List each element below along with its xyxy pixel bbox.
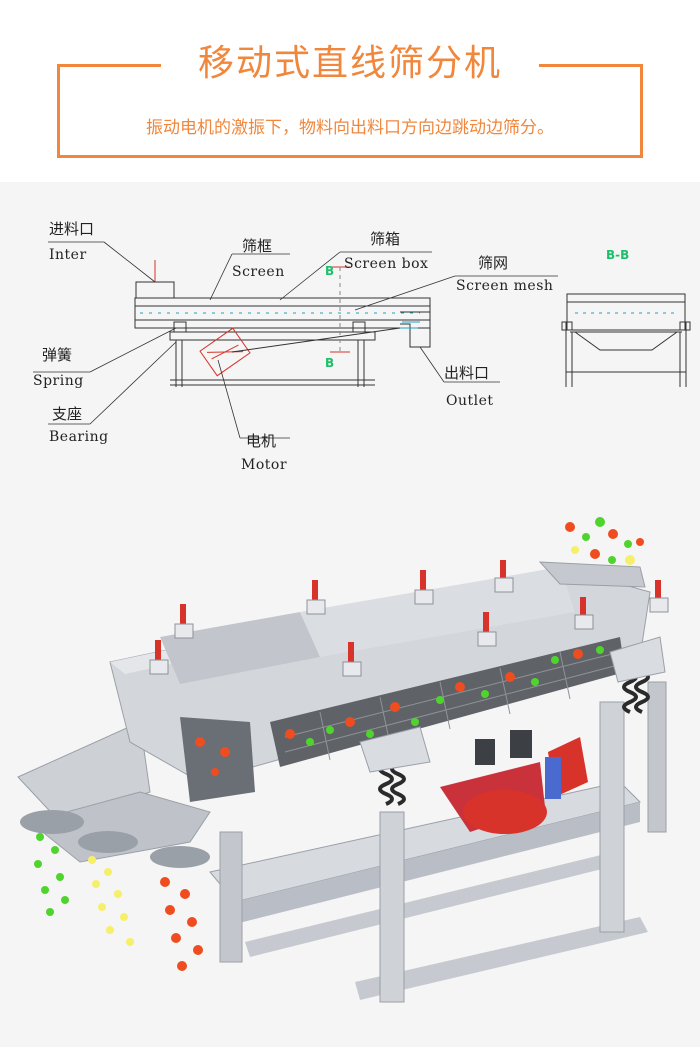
label-screen-cn: 筛框 [242, 237, 273, 255]
base-rail [355, 917, 648, 1000]
spring-bracket-rear [609, 636, 666, 683]
spring-bracket-front [359, 726, 431, 773]
label-spring-cn: 弹簧 [42, 346, 73, 364]
section-marker-top: B [325, 264, 335, 278]
spring-right [352, 321, 366, 333]
leg-front-left [219, 831, 243, 963]
chute-mouth-1 [20, 810, 84, 834]
drawing-canvas [17, 241, 691, 1003]
chute-mouth-2 [78, 831, 138, 853]
header: 移动式直线筛分机 振动电机的激振下，物料向出料口方向边跳动边筛分。 [0, 0, 700, 185]
label-mesh-cn: 筛网 [478, 254, 509, 272]
vibration-motor [440, 737, 588, 834]
page-subtitle: 振动电机的激振下，物料向出料口方向边跳动边筛分。 [146, 118, 554, 138]
label-screenbox-en: Screen box [344, 256, 429, 272]
cover-plate [160, 612, 320, 684]
label-bearing-en: Bearing [49, 429, 109, 445]
inlet-hopper [538, 561, 646, 588]
side-window [180, 717, 255, 802]
label-bearing-cn: 支座 [52, 405, 83, 423]
spring-rear [622, 670, 650, 714]
mesh-window [270, 637, 625, 767]
page-title: 移动式直线筛分机 [197, 43, 502, 84]
label-inlet-en: Inter [49, 247, 87, 263]
title-frame-top-right [539, 64, 643, 67]
label-motor-en: Motor [241, 457, 288, 473]
title-frame [57, 64, 643, 158]
label-screen-en: Screen [232, 264, 285, 280]
leg-rear-right [599, 701, 625, 933]
name-plate-1 [475, 739, 495, 765]
base-frame-front [235, 802, 640, 924]
clamp-handles [155, 560, 661, 664]
motor-drawing [199, 327, 251, 377]
section-marker-bottom: B [325, 356, 335, 370]
label-spring-en: Spring [33, 373, 84, 389]
outlet-chute [400, 311, 431, 348]
label-screenbox-cn: 筛箱 [370, 230, 401, 248]
label-outlet-cn: 出料口 [444, 364, 490, 382]
title-frame-top-left [57, 64, 161, 67]
lower-crossbar [245, 854, 610, 957]
discharge-chute-upper [17, 721, 151, 823]
label-inlet-cn: 进料口 [49, 220, 95, 238]
section-view-bb [561, 293, 691, 387]
machine-render [17, 560, 669, 1003]
name-plate-2 [510, 730, 532, 758]
clamp-bodies [149, 577, 669, 677]
base-frame-top [209, 781, 641, 903]
mesh-grid [284, 651, 623, 761]
label-motor-cn: 电机 [246, 432, 277, 450]
inlet-box [135, 281, 175, 299]
leader-lines [33, 241, 558, 439]
leg-rear-far [647, 681, 667, 833]
label-mesh-en: Screen mesh [456, 278, 554, 294]
label-outlet-en: Outlet [446, 393, 494, 409]
chute-mouth-3 [150, 846, 210, 868]
discharge-chute-lower [28, 791, 211, 863]
material-particles [34, 517, 644, 971]
machine-illustration: 进料口 Inter 筛框 Screen 筛箱 Screen box 筛网 Scr… [0, 182, 700, 1047]
spring-left [173, 321, 187, 333]
section-view-title: B-B [606, 248, 630, 262]
leg-front-center [379, 811, 405, 1003]
base-beam [169, 331, 376, 341]
